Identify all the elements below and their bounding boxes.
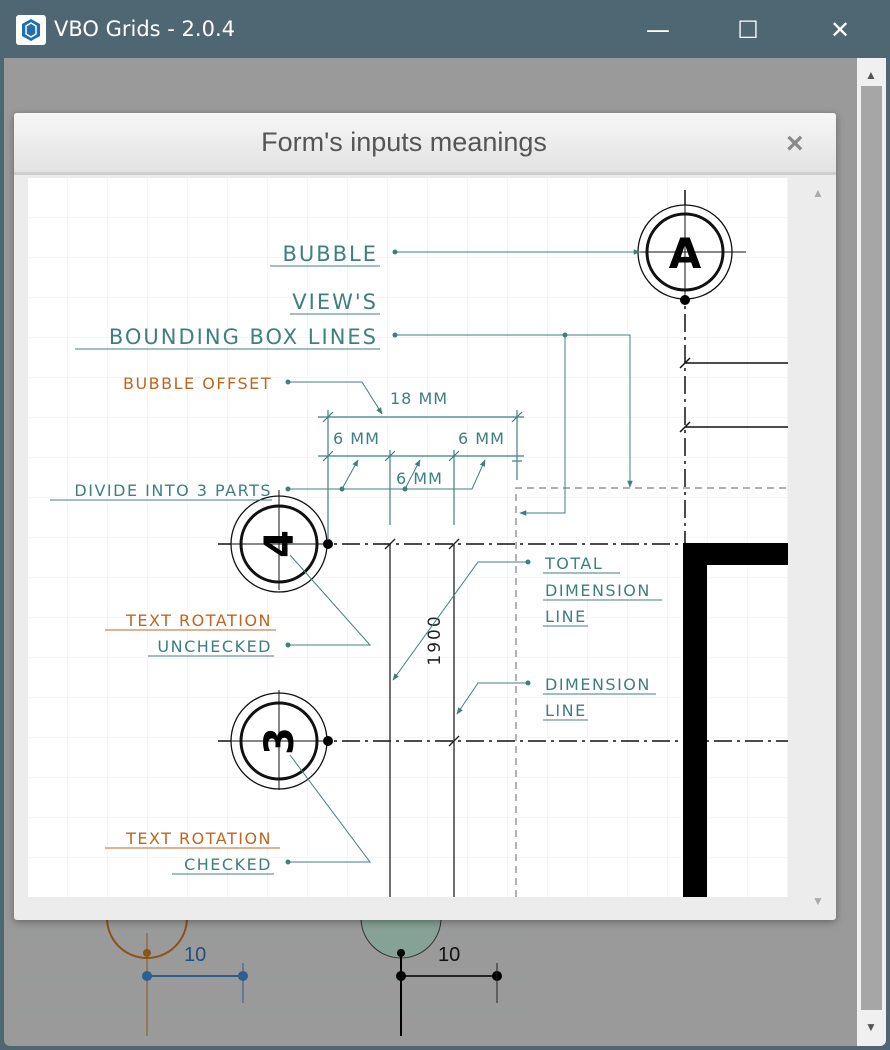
dim-18mm: 18 MM: [390, 389, 448, 408]
scrollbar-thumb[interactable]: [861, 86, 882, 1010]
diagram-image: 1900 A 4 3 18 MM 6 MM 6 MM: [28, 178, 788, 897]
label-unchecked: UNCHECKED: [157, 637, 272, 656]
minimize-button[interactable]: —: [646, 16, 670, 44]
svg-text:3: 3: [257, 727, 303, 755]
dialog-scroll-down-icon[interactable]: ▼: [812, 894, 824, 908]
label-text-rotation-2: TEXT ROTATION: [125, 829, 272, 848]
label-dimension-1: DIMENSION: [545, 581, 651, 600]
dim-label-blue: 10: [184, 944, 206, 966]
label-views: VIEW'S: [292, 290, 378, 314]
label-divide: DIVIDE INTO 3 PARTS: [74, 481, 272, 500]
window-title: VBO Grids - 2.0.4: [54, 17, 235, 41]
label-dimension-2: DIMENSION: [545, 675, 651, 694]
bubble-4: 4: [218, 490, 333, 593]
dim-1900: 1900: [425, 614, 445, 665]
bubble-a: A: [636, 190, 746, 305]
label-total: TOTAL: [544, 554, 603, 573]
label-checked: CHECKED: [184, 855, 272, 874]
maximize-button[interactable]: ☐: [737, 16, 759, 44]
svg-text:A: A: [669, 229, 702, 278]
dim-6mm-1: 6 MM: [333, 429, 380, 448]
scroll-down-icon[interactable]: ▼: [865, 1020, 877, 1034]
window-scrollbar[interactable]: ▲ ▼: [857, 58, 886, 1046]
dialog-title: Form's inputs meanings: [261, 127, 547, 157]
label-bubble: BUBBLE: [282, 242, 378, 266]
app-icon: [16, 15, 46, 45]
scroll-up-icon[interactable]: ▲: [865, 68, 877, 82]
dialog-scrollbar[interactable]: ▲ ▼: [808, 178, 830, 912]
dim-label-black: 10: [438, 944, 460, 966]
dim-6mm-3: 6 MM: [458, 429, 505, 448]
svg-text:4: 4: [257, 530, 303, 558]
close-button[interactable]: ✕: [829, 16, 851, 44]
title-bar: VBO Grids - 2.0.4 — ☐ ✕: [0, 0, 890, 58]
dialog-header: Form's inputs meanings ×: [14, 113, 836, 175]
label-bbox-lines: BOUNDING BOX LINES: [109, 325, 378, 349]
label-line-1: LINE: [545, 607, 587, 626]
label-text-rotation-1: TEXT ROTATION: [125, 611, 272, 630]
wall: [683, 543, 788, 897]
dialog-close-button[interactable]: ×: [786, 127, 804, 160]
bubble-3: 3: [218, 690, 333, 790]
dim-6mm-2: 6 MM: [396, 469, 443, 488]
label-bubble-offset: BUBBLE OFFSET: [123, 374, 272, 393]
dialog-scroll-up-icon[interactable]: ▲: [812, 186, 824, 200]
label-line-2: LINE: [545, 701, 587, 720]
info-dialog: Form's inputs meanings × 1900: [14, 113, 836, 920]
